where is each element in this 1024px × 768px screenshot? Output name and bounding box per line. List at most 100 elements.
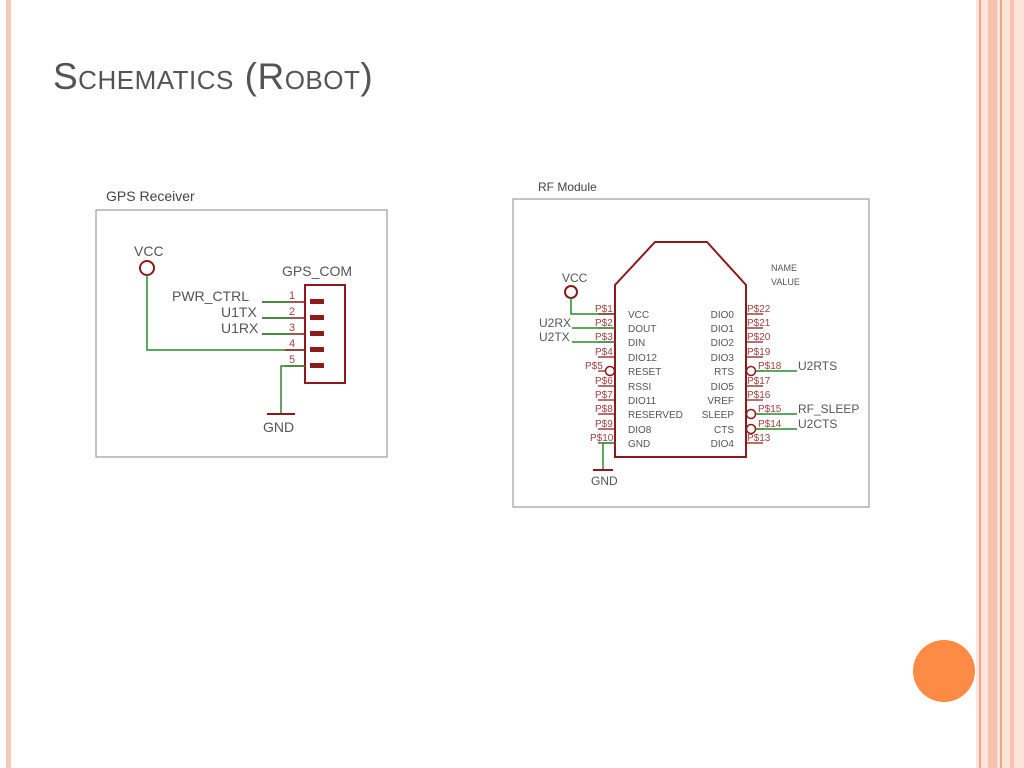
gps-net-u1tx: U1TX bbox=[221, 304, 257, 320]
svg-text:RESERVED: RESERVED bbox=[628, 410, 683, 421]
rf-frame bbox=[512, 198, 870, 508]
svg-text:DIO12: DIO12 bbox=[628, 353, 657, 364]
svg-text:P$8: P$8 bbox=[595, 404, 613, 415]
svg-text:5: 5 bbox=[289, 354, 295, 366]
rf-module-body bbox=[614, 241, 747, 458]
svg-text:P$22: P$22 bbox=[747, 304, 771, 315]
rf-frame-label: RF Module bbox=[538, 180, 597, 194]
svg-text:DIN: DIN bbox=[628, 338, 645, 349]
svg-text:P$18: P$18 bbox=[758, 361, 782, 372]
svg-text:4: 4 bbox=[289, 338, 295, 350]
gps-pin-4: 4 bbox=[285, 338, 324, 352]
svg-text:DIO1: DIO1 bbox=[711, 324, 735, 335]
rf-net-u2rx: U2RX bbox=[539, 316, 571, 330]
svg-text:SLEEP: SLEEP bbox=[702, 410, 735, 421]
svg-text:P$9: P$9 bbox=[595, 419, 613, 430]
svg-text:2: 2 bbox=[289, 306, 295, 318]
svg-text:CTS: CTS bbox=[714, 425, 734, 436]
svg-text:VCC: VCC bbox=[628, 310, 649, 321]
svg-text:RESET: RESET bbox=[628, 367, 661, 378]
right-stripe-2 bbox=[988, 0, 997, 768]
rf-net-rf-sleep: RF_SLEEP bbox=[798, 402, 859, 416]
svg-text:P$19: P$19 bbox=[747, 347, 771, 358]
svg-text:P$4: P$4 bbox=[595, 347, 613, 358]
svg-text:P$7: P$7 bbox=[595, 390, 613, 401]
svg-text:P$15: P$15 bbox=[758, 404, 782, 415]
svg-text:P$20: P$20 bbox=[747, 332, 771, 343]
svg-text:P$21: P$21 bbox=[747, 318, 771, 329]
rf-gnd-label: GND bbox=[591, 474, 618, 488]
right-stripe-1 bbox=[979, 0, 981, 768]
svg-text:DIO3: DIO3 bbox=[711, 353, 735, 364]
svg-text:1: 1 bbox=[289, 290, 295, 302]
accent-circle bbox=[913, 640, 975, 702]
svg-text:P$17: P$17 bbox=[747, 376, 771, 387]
rf-gnd-wire bbox=[602, 442, 615, 470]
svg-text:RTS: RTS bbox=[714, 367, 734, 378]
svg-text:P$14: P$14 bbox=[758, 419, 782, 430]
svg-text:P$5: P$5 bbox=[585, 361, 603, 372]
rf-vcc-label: VCC bbox=[562, 271, 588, 285]
right-stripe-3 bbox=[1000, 0, 1002, 768]
svg-text:P$10: P$10 bbox=[590, 433, 614, 444]
rf-vcc-symbol bbox=[564, 285, 578, 299]
gps-gnd-label: GND bbox=[263, 419, 294, 435]
gps-receiver-block: GPS Receiver VCC GPS_COM 1 2 3 bbox=[95, 188, 388, 458]
svg-text:3: 3 bbox=[289, 322, 295, 334]
gps-gnd-wire bbox=[280, 365, 305, 414]
svg-text:DIO2: DIO2 bbox=[711, 338, 735, 349]
gps-connector-name: GPS_COM bbox=[282, 263, 352, 279]
svg-text:P$16: P$16 bbox=[747, 390, 771, 401]
svg-text:P$13: P$13 bbox=[747, 433, 771, 444]
svg-text:RSSI: RSSI bbox=[628, 382, 651, 393]
left-decor-stripe bbox=[6, 0, 11, 768]
gps-vcc-symbol bbox=[139, 260, 155, 276]
right-stripe-4 bbox=[1010, 0, 1014, 768]
rf-net-u2cts: U2CTS bbox=[798, 417, 837, 431]
svg-text:VREF: VREF bbox=[707, 396, 734, 407]
svg-text:P$3: P$3 bbox=[595, 332, 613, 343]
svg-text:DIO5: DIO5 bbox=[711, 382, 735, 393]
rf-value-placeholder: VALUE bbox=[771, 277, 800, 287]
rf-net-u2tx: U2TX bbox=[539, 330, 570, 344]
svg-text:P$6: P$6 bbox=[595, 376, 613, 387]
svg-text:P$1: P$1 bbox=[595, 304, 613, 315]
svg-text:P$2: P$2 bbox=[595, 318, 613, 329]
svg-text:DOUT: DOUT bbox=[628, 324, 656, 335]
gps-vcc-label: VCC bbox=[134, 243, 164, 259]
right-decor-stripes bbox=[976, 0, 1024, 768]
gps-net-pwr-ctrl: PWR_CTRL bbox=[172, 288, 249, 304]
svg-text:DIO0: DIO0 bbox=[711, 310, 735, 321]
rf-net-u2rts: U2RTS bbox=[798, 359, 837, 373]
svg-text:GND: GND bbox=[628, 439, 650, 450]
gps-frame-label: GPS Receiver bbox=[106, 188, 195, 204]
gps-frame bbox=[95, 209, 388, 458]
gps-net-u1rx: U1RX bbox=[221, 320, 259, 336]
rf-name-placeholder: NAME bbox=[771, 263, 797, 273]
svg-text:DIO4: DIO4 bbox=[711, 439, 735, 450]
svg-text:DIO11: DIO11 bbox=[628, 396, 657, 407]
gps-vcc-wire bbox=[146, 275, 305, 351]
slide-title: Schematics (Robot) bbox=[53, 56, 374, 97]
